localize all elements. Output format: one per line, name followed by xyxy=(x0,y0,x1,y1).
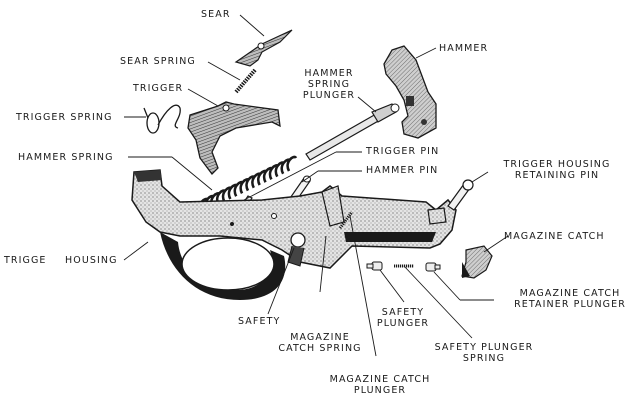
label-trigger-housing-part1: TRIGGE xyxy=(4,255,47,266)
label-safety-plunger: SAFETY PLUNGER xyxy=(372,307,434,329)
label-magazine-catch: MAGAZINE CATCH xyxy=(504,231,605,242)
label-trigger-pin: TRIGGER PIN xyxy=(366,146,440,157)
label-hammer-spring: HAMMER SPRING xyxy=(18,152,114,163)
safety-part xyxy=(287,232,306,267)
label-line: PLUNGER xyxy=(353,385,407,396)
label-line: SPRING xyxy=(462,353,506,364)
sear-part xyxy=(234,29,293,67)
trigger-part xyxy=(187,101,281,175)
label-trigger-housing-part2: HOUSING xyxy=(65,255,118,266)
label-safety: SAFETY xyxy=(238,316,281,327)
label-line: SAFETY PLUNGER xyxy=(434,342,534,353)
label-sear: SEAR xyxy=(201,9,231,20)
label-line: CATCH SPRING xyxy=(278,343,362,354)
hammer-part xyxy=(383,45,437,139)
label-safety-plunger-spring: SAFETY PLUNGER SPRING xyxy=(424,342,544,364)
label-line: TRIGGER HOUSING xyxy=(503,159,611,170)
label-line: RETAINING PIN xyxy=(514,170,600,181)
label-line: SAFETY xyxy=(381,307,425,318)
sear-spring-part xyxy=(234,68,257,94)
label-hammer-pin: HAMMER PIN xyxy=(366,165,439,176)
label-line: PLUNGER xyxy=(302,90,356,101)
magazine-catch-retainer-plunger-part xyxy=(425,262,441,272)
label-magazine-catch-plunger: MAGAZINE CATCH PLUNGER xyxy=(320,374,440,396)
magazine-catch-spring-part xyxy=(338,211,354,229)
label-line: MAGAZINE CATCH xyxy=(329,374,431,385)
label-magazine-catch-spring: MAGAZINE CATCH SPRING xyxy=(270,332,370,354)
label-hammer: HAMMER xyxy=(439,43,489,54)
label-hammer-spring-plunger: HAMMER SPRING PLUNGER xyxy=(296,68,362,101)
label-trigger: TRIGGER xyxy=(133,83,184,94)
label-trigger-housing-retaining-pin: TRIGGER HOUSING RETAINING PIN xyxy=(492,159,622,181)
label-trigger-spring: TRIGGER SPRING xyxy=(16,112,113,123)
label-sear-spring: SEAR SPRING xyxy=(120,56,196,67)
label-line: MAGAZINE xyxy=(290,332,350,343)
label-line: MAGAZINE CATCH xyxy=(519,288,621,299)
magazine-catch-part xyxy=(461,245,493,279)
label-magazine-catch-retainer-plunger: MAGAZINE CATCH RETAINER PLUNGER xyxy=(500,288,640,310)
trigger-housing-part xyxy=(131,169,457,300)
label-line: SPRING xyxy=(307,79,351,90)
hammer-spring-plunger-part xyxy=(305,103,400,161)
label-line: RETAINER PLUNGER xyxy=(514,299,626,310)
leader-lines xyxy=(123,14,509,357)
trigger-housing-retaining-pin-part xyxy=(447,179,474,211)
trigger-spring-part xyxy=(143,104,181,134)
label-line: HAMMER xyxy=(304,68,354,79)
label-line: PLUNGER xyxy=(376,318,430,329)
safety-plunger-part xyxy=(366,261,383,271)
